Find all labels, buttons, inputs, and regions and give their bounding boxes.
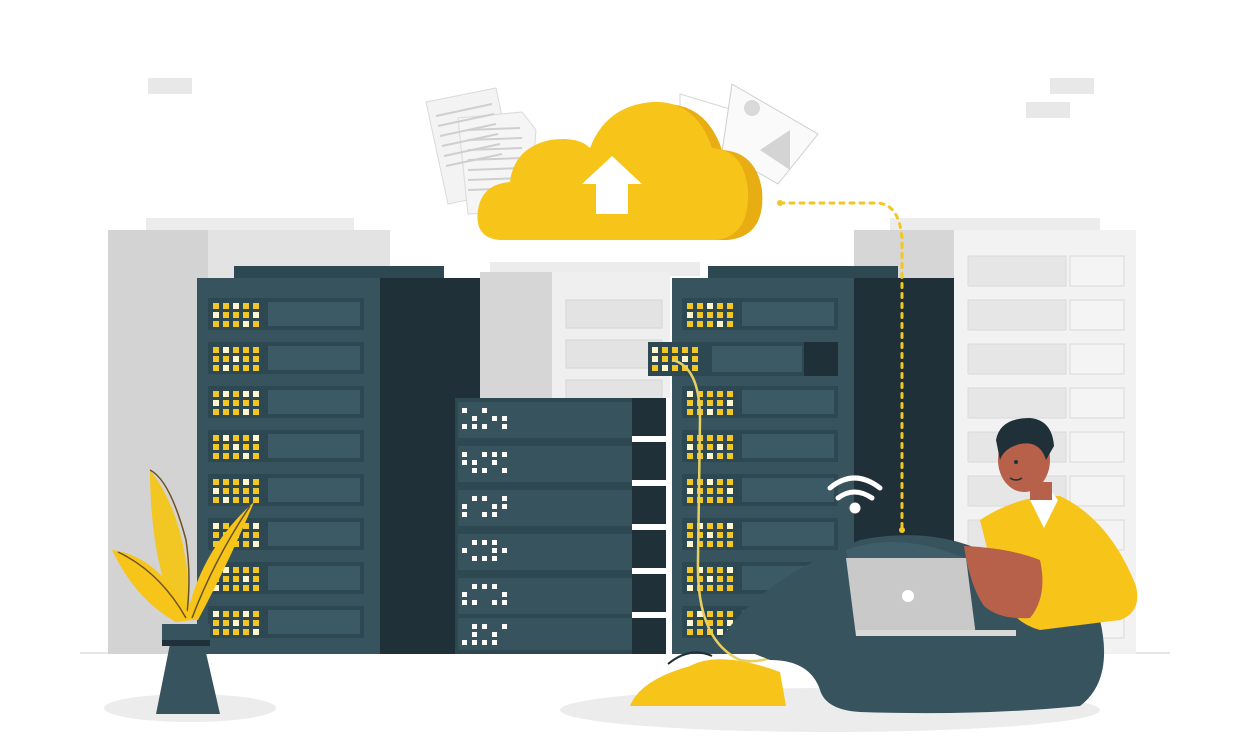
right-rack-leds bbox=[652, 303, 733, 635]
center-gray-rack bbox=[480, 262, 700, 402]
wifi-icon bbox=[827, 475, 883, 514]
center-server-rack bbox=[455, 398, 674, 654]
center-rack-leds bbox=[462, 408, 507, 645]
laptop-logo bbox=[902, 590, 914, 602]
left-rack-leds bbox=[213, 303, 259, 635]
left-server-rack bbox=[197, 266, 480, 654]
plant-pot bbox=[104, 469, 276, 722]
document-sheets-icon bbox=[425, 87, 537, 215]
dotted-connection-line bbox=[777, 200, 905, 533]
upload-arrow-icon bbox=[582, 156, 642, 214]
decor-tags bbox=[148, 78, 1094, 118]
shoe bbox=[630, 659, 786, 706]
person-figure bbox=[630, 418, 1138, 714]
cloud-upload-icon bbox=[477, 101, 763, 240]
